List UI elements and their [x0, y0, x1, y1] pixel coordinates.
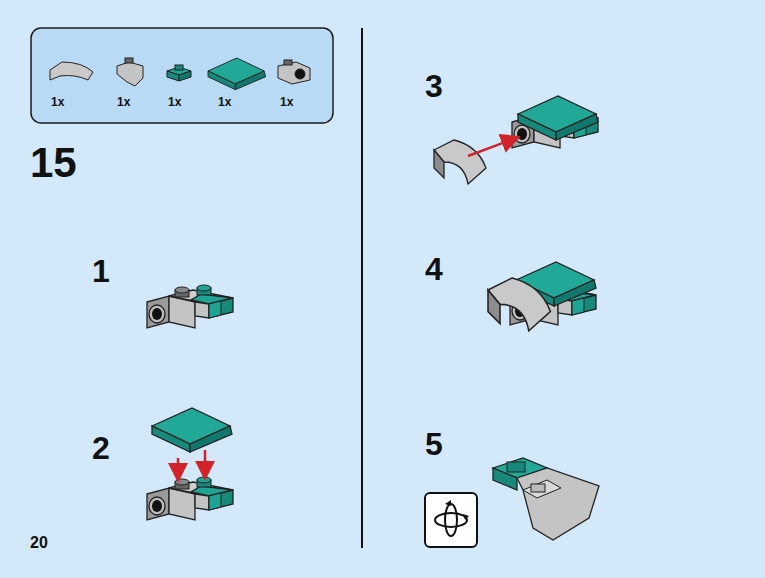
illustration-part	[278, 60, 310, 84]
illustration-part	[468, 138, 516, 156]
illustration-part	[50, 62, 93, 80]
part-count: 1x	[218, 96, 231, 108]
illustration-part	[434, 140, 486, 184]
illustration-part	[167, 65, 191, 81]
illustration-part	[507, 462, 525, 472]
illustration-part	[435, 513, 467, 527]
illustration-part	[488, 278, 550, 331]
illustration-part	[31, 28, 333, 123]
illustration-part	[531, 484, 545, 492]
illustration-part	[125, 58, 133, 63]
illustration-part	[488, 278, 550, 331]
illustration-part	[147, 477, 233, 520]
illustration-part	[445, 500, 451, 506]
illustration-part	[152, 408, 232, 452]
part-count: 1x	[117, 96, 130, 108]
illustration-part	[177, 458, 180, 478]
illustration-part	[147, 285, 233, 328]
illustration-part	[361, 28, 363, 548]
part-count: 1x	[51, 96, 64, 108]
illustration-part	[518, 96, 598, 140]
substep-number: 2	[92, 432, 110, 464]
illustration-part	[517, 468, 599, 540]
illustration-part	[445, 504, 457, 536]
step-number: 15	[30, 142, 77, 184]
page-number: 20	[30, 535, 48, 551]
illustration-part	[434, 140, 486, 184]
substep-number: 1	[92, 255, 110, 287]
illustration-part	[208, 58, 266, 90]
substep-number: 4	[425, 253, 443, 285]
illustration-part	[523, 480, 561, 498]
illustration-part	[295, 69, 305, 79]
illustration-part	[493, 458, 599, 540]
illustration-part	[518, 96, 598, 140]
illustration-part	[147, 477, 233, 520]
illustration-part	[167, 71, 179, 81]
substep-number: 3	[425, 70, 443, 102]
illustration-part	[152, 408, 232, 452]
illustration-part	[278, 62, 310, 84]
part-count: 1x	[168, 96, 181, 108]
illustration-part	[117, 58, 143, 86]
parts-box: 1x 1x 1x 1x 1x	[31, 28, 333, 123]
illustration-part	[147, 285, 233, 328]
illustration-part	[179, 71, 191, 81]
illustration-part	[284, 60, 292, 65]
illustration-part	[117, 62, 143, 86]
illustration-part	[463, 514, 469, 520]
substep-number: 5	[425, 428, 443, 460]
illustration-part	[175, 65, 183, 70]
illustration-part	[204, 450, 207, 476]
illustration-part	[493, 468, 517, 490]
illustration-part	[425, 493, 477, 547]
illustration-part	[208, 58, 266, 90]
part-count: 1x	[280, 96, 293, 108]
